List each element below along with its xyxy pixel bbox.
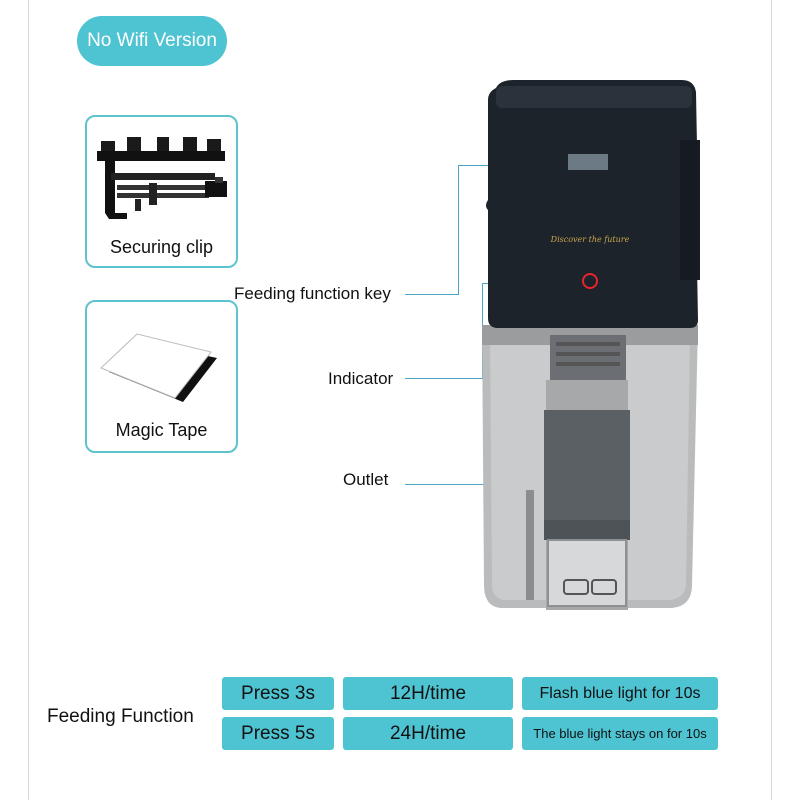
feeding-key-callout: Feeding function key — [234, 284, 391, 303]
securing-clip-icon — [97, 137, 227, 219]
feeder-tray — [544, 410, 630, 540]
version-badge: No Wifi Version — [77, 16, 227, 66]
brand-text: Discover the future — [550, 235, 630, 244]
interval-24h-cell: 24H/time — [343, 717, 513, 750]
securing-clip-label: Securing clip — [109, 237, 214, 257]
feeding-function-label: Feeding Function — [47, 706, 194, 727]
outlet-leader-h1 — [405, 484, 487, 485]
press-3s-text: Press 3s — [241, 682, 315, 704]
press-3s-cell: Press 3s — [222, 677, 334, 710]
interval-12h-text: 12H/time — [389, 682, 467, 704]
feeder-housing — [486, 80, 699, 328]
key-leader-v — [458, 165, 459, 295]
frame-right-border — [771, 0, 772, 800]
magic-tape-label: Magic Tape — [115, 420, 208, 440]
light-steady-text: The blue light stays on for 10s — [533, 726, 707, 741]
version-badge-label: No Wifi Version — [87, 30, 217, 51]
light-steady-cell: The blue light stays on for 10s — [522, 717, 718, 750]
press-5s-text: Press 5s — [241, 722, 315, 744]
magic-tape-card: Magic Tape — [85, 300, 238, 453]
interval-12h-cell: 12H/time — [343, 677, 513, 710]
frame-left-border — [28, 0, 29, 800]
indicator-leader-h1 — [405, 378, 482, 379]
outlet-window — [547, 539, 627, 607]
outlet-callout: Outlet — [343, 470, 389, 489]
light-flash-text: Flash blue light for 10s — [539, 684, 701, 702]
magic-tape-icon — [100, 333, 217, 402]
housing-display — [568, 154, 608, 170]
key-leader-h1 — [405, 294, 458, 295]
indicator-light-icon — [582, 273, 598, 289]
press-5s-cell: Press 5s — [222, 717, 334, 750]
fish-feeder-product-image: Discover the future — [482, 80, 700, 610]
interval-24h-text: 24H/time — [389, 722, 467, 744]
indicator-callout: Indicator — [328, 369, 394, 388]
light-flash-cell: Flash blue light for 10s — [522, 677, 718, 710]
securing-clip-card: Securing clip — [85, 115, 238, 268]
